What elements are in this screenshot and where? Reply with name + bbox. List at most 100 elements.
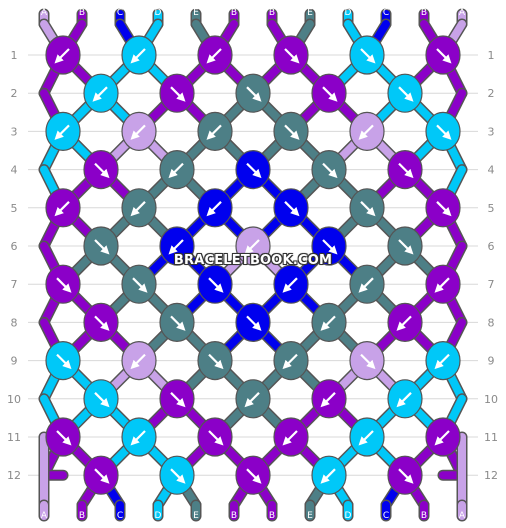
knot-arrow-icon [320,468,336,484]
knot-arrow-icon [132,277,148,293]
knot-arrow-icon [170,86,186,102]
knot-arrow-icon [360,201,376,217]
knot-arrow-icon [282,430,298,446]
knot-arrow-icon [54,201,70,217]
knot-arrow-icon [208,277,224,293]
knot-arrow-icon [54,48,70,64]
strand-label-top: D [155,8,162,18]
knot-arrow-icon [398,86,414,102]
knot-arrow-icon [130,353,146,370]
knot-arrow-icon [396,392,412,408]
knot-arrow-icon [56,430,72,446]
strand-label-top: C [383,8,389,18]
strand-label-top: B [269,8,275,18]
knot-arrow-icon [130,48,146,64]
row-number-right: 1 [488,49,495,62]
strand-label-top: E [193,8,199,18]
row-number-right: 9 [488,355,495,368]
row-number-right: 2 [488,87,495,100]
strand-label-bottom: D [155,511,162,521]
knot-arrow-icon [282,353,298,370]
knot-arrow-icon [284,201,300,217]
knot-arrow-icon [208,430,224,446]
knot-arrow-icon [246,468,262,484]
knot-arrow-icon [168,239,184,255]
knot-arrow-icon [398,239,414,255]
strand-label-top: D [345,8,352,18]
knot-arrow-icon [320,392,336,408]
knot-arrow-icon [206,124,222,140]
row-number-left: 5 [11,202,18,215]
knot-arrow-icon [92,86,108,102]
row-number-left: 6 [11,240,18,253]
knot-arrow-icon [358,277,374,293]
knot-arrow-icon [396,315,412,331]
knot-arrow-icon [322,162,338,179]
row-number-left: 2 [11,87,18,100]
strand-label-top: B [231,8,237,18]
strand-label-bottom: B [421,511,427,521]
knot-arrow-icon [246,315,262,331]
knot-arrow-icon [206,201,222,217]
strand-label-bottom: B [79,511,85,521]
strand-label-top: C [117,8,123,18]
knot-arrow-icon [436,201,452,217]
knot-arrow-icon [94,392,110,408]
watermark: BRACELETBOOK.COM [173,253,333,268]
knot-arrow-icon [56,353,72,370]
knot-arrow-icon [94,162,110,179]
row-number-left: 12 [7,469,21,482]
row-number-right: 10 [484,393,498,406]
knot-arrow-icon [398,468,414,484]
knot-arrow-icon [360,48,376,64]
row-number-left: 8 [11,316,18,329]
knot-arrow-icon [208,353,224,370]
knot-arrow-icon [94,315,110,331]
knot-arrow-icon [130,124,146,140]
knot-arrow-icon [94,239,110,255]
strand-label-top: B [421,8,427,18]
knot-arrow-icon [434,277,450,293]
knot-arrow-icon [94,468,110,484]
row-number-left: 4 [11,164,18,177]
row-number-left: 10 [7,393,21,406]
knot-arrow-icon [168,162,184,179]
knot-arrow-icon [130,201,146,217]
row-number-right: 11 [484,431,498,444]
strand-label-bottom: B [269,511,275,521]
strand-label-top: B [79,8,85,18]
knot-arrow-icon [360,353,376,370]
knot-arrow-icon [322,86,338,102]
knot-arrow-icon [434,430,450,446]
knots [45,35,461,495]
knot-arrow-icon [282,277,298,293]
strand-label-top: E [307,8,313,18]
row-number-right: 7 [488,278,495,291]
knot-arrow-icon [436,48,452,64]
knot-arrow-icon [358,124,374,140]
knot-arrow-icon [206,48,222,64]
knot-arrow-icon [170,392,186,408]
strand-label-bottom: B [231,511,237,521]
knot-arrow-icon [284,124,300,140]
strand-label-top: A [41,8,48,18]
strand-label-bottom: C [117,511,123,521]
strand-label-bottom: A [459,511,466,521]
row-number-right: 4 [488,164,495,177]
knot-arrow-icon [244,392,260,408]
strand-label-top: A [459,8,466,18]
strand-label-bottom: D [345,511,352,521]
knot-arrow-icon [170,468,186,484]
knot-arrow-icon [398,162,414,179]
row-number-left: 7 [11,278,18,291]
knot-arrow-icon [284,48,300,64]
knot-arrow-icon [436,124,452,140]
knot-arrow-icon [130,430,146,446]
strand-label-bottom: E [193,511,199,521]
row-number-left: 3 [11,125,18,138]
knot-arrow-icon [170,315,186,331]
row-number-left: 1 [11,49,18,62]
knot-arrow-icon [434,353,450,370]
row-number-left: 9 [11,355,18,368]
